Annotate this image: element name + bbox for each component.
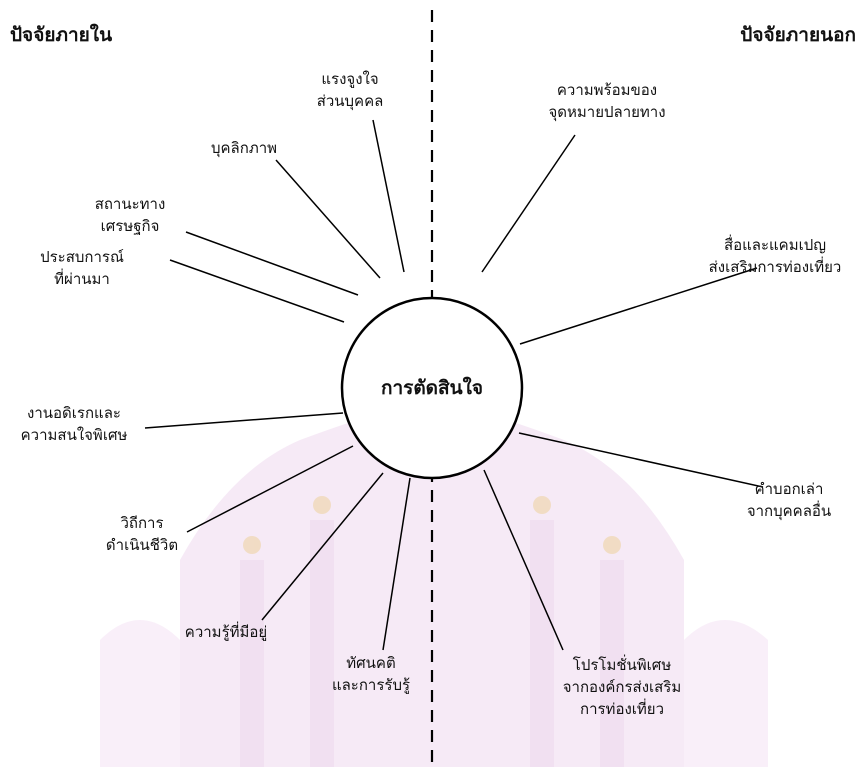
connector-lines bbox=[144, 119, 764, 651]
connector-special-promotion bbox=[483, 469, 564, 651]
factor-personality: บุคลิกภาพ bbox=[210, 139, 278, 157]
factor-knowledge: ความรู้ที่มีอยู่ bbox=[184, 623, 268, 641]
connector-motivation bbox=[372, 119, 405, 273]
connector-attitude bbox=[382, 477, 411, 651]
decision-circle bbox=[340, 296, 524, 480]
connector-word-of-mouth bbox=[518, 432, 764, 488]
connector-experience bbox=[169, 259, 345, 323]
connector-lifestyle bbox=[186, 445, 354, 533]
factor-attitude: ทัศนคติ และการรับรู้ bbox=[331, 654, 411, 694]
connector-economic-status bbox=[185, 231, 359, 296]
factor-media-campaign: สื่อและแคมเปญ ส่งเสริมการท่องเที่ยว bbox=[708, 236, 842, 276]
factor-hobbies: งานอดิเรกและ ความสนใจพิเศษ bbox=[20, 404, 128, 444]
factor-experience: ประสบการณ์ ที่ผ่านมา bbox=[40, 248, 124, 288]
factor-word-of-mouth: คำบอกเล่า จากบุคคลอื่น bbox=[746, 480, 832, 520]
connector-media-campaign bbox=[519, 267, 758, 345]
internal-factors-heading: ปัจจัยภายใน bbox=[10, 24, 113, 46]
factor-special-promotion: โปรโมชั่นพิเศษ จากองค์กรส่งเสริม การท่อง… bbox=[562, 656, 682, 718]
connector-personality bbox=[275, 159, 381, 279]
connector-hobbies bbox=[144, 412, 344, 429]
factor-destination-readiness: ความพร้อมของ จุดหมายปลายทาง bbox=[548, 81, 666, 121]
factor-motivation: แรงจูงใจ ส่วนบุคคล bbox=[316, 70, 384, 110]
decision-label: การตัดสินใจ bbox=[380, 377, 484, 399]
connector-destination-readiness bbox=[481, 134, 576, 273]
factor-lifestyle: วิถีการ ดำเนินชีวิต bbox=[105, 514, 179, 554]
connector-knowledge bbox=[261, 472, 384, 621]
external-factors-heading: ปัจจัยภายนอก bbox=[740, 24, 856, 46]
factor-economic-status: สถานะทาง เศรษฐกิจ bbox=[94, 195, 166, 235]
